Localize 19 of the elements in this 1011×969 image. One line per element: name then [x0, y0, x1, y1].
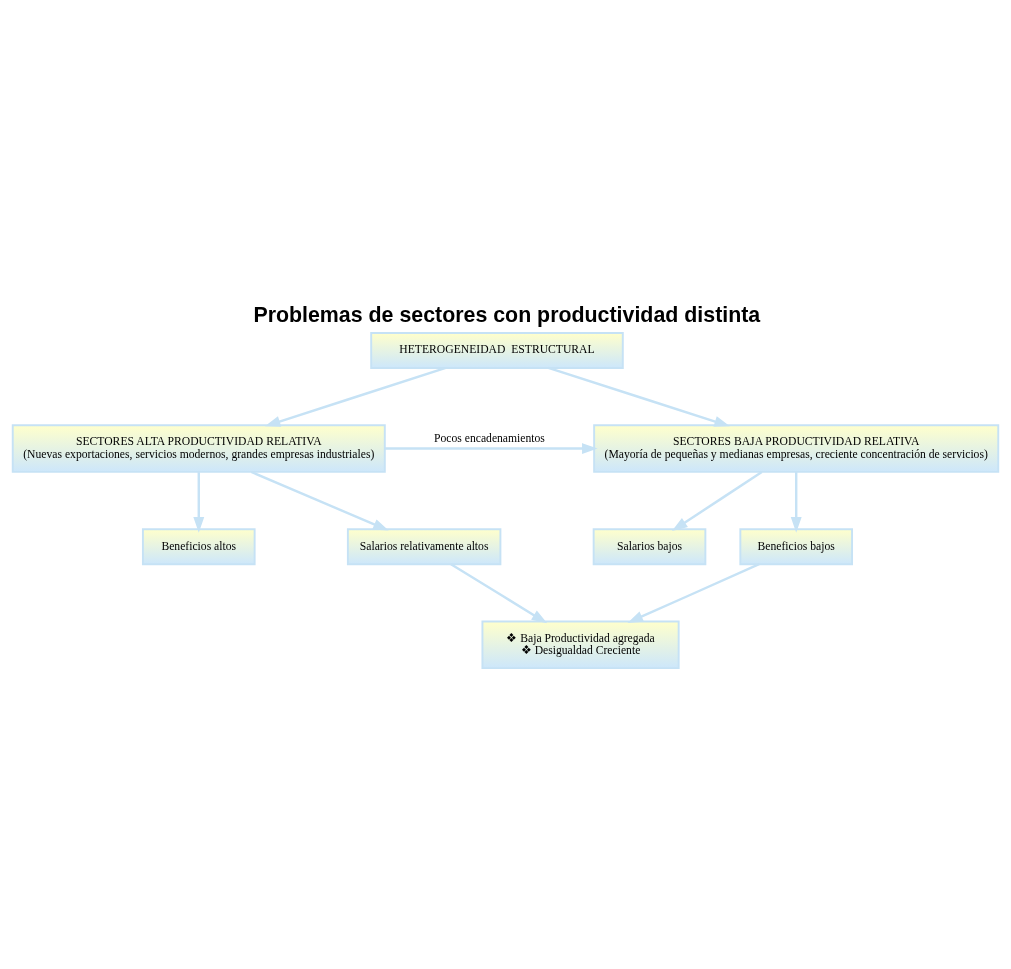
- arrow: [264, 366, 447, 427]
- node-box: ❖ Baja Productividad agregada ❖ Desigualdad Creciente: [481, 620, 680, 669]
- arrow: [548, 366, 730, 427]
- arrow: [790, 471, 802, 533]
- arrow: [193, 471, 205, 533]
- node-box: Beneficios altos: [141, 527, 256, 565]
- node-box: HETEROGENEIDAD ESTRUCTURAL: [370, 331, 624, 369]
- node-box: Salarios bajos: [592, 527, 707, 565]
- arrow: [671, 470, 763, 531]
- arrow: [627, 562, 760, 623]
- node-box: SECTORES BAJA PRODUCTIVIDAD RELATIVA (Mayoría de pequeñas y medianas empresas, creciente concentración de servicios): [593, 423, 1000, 473]
- arrow: [384, 442, 598, 454]
- arrow: [250, 470, 389, 531]
- edge-label: Pocos encadenamientos: [434, 431, 545, 445]
- node-box: Beneficios bajos: [739, 527, 854, 565]
- diagram-title: Problemas de sectores con productividad distinta: [253, 302, 761, 327]
- arrow: [450, 562, 548, 623]
- node-box: SECTORES ALTA PRODUCTIVIDAD RELATIVA (Nuevas exportaciones, servicios modernos, grandes empresas industriales): [11, 423, 386, 473]
- node-box: Salarios relativamente altos: [346, 527, 502, 565]
